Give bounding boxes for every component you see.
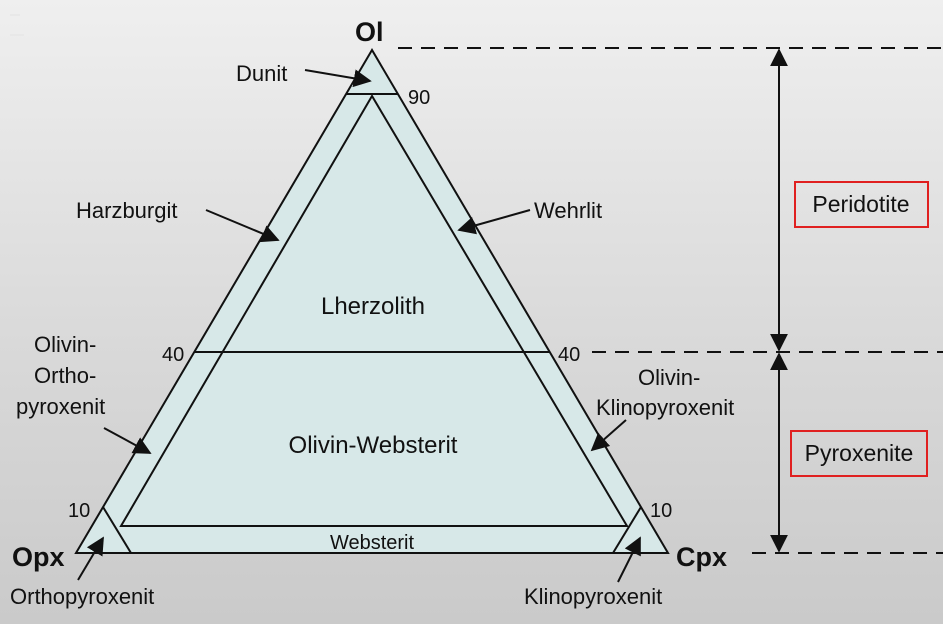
field-dunit-label: Dunit [236, 61, 287, 86]
arrow-olivin-orthopyroxenit [103, 427, 152, 454]
arrow-klinopyroxenit [617, 536, 641, 583]
field-olivin-websterit-label: Olivin-Websterit [289, 432, 458, 459]
peridotite-box [794, 181, 929, 228]
arrow-orthopyroxenit [77, 536, 104, 581]
field-harzburgit-label: Harzburgit [76, 198, 177, 223]
field-wehrlit-label: Wehrlit [534, 198, 602, 223]
arrow-dunit [304, 69, 372, 88]
vertex-ol-label: Ol [355, 17, 384, 47]
tick-90-label: 90 [408, 87, 430, 109]
field-olivin-orthopyroxenit-line3: pyroxenit [16, 394, 105, 419]
field-lherzolith-label: Lherzolith [321, 293, 425, 320]
tick-10-left-label: 10 [68, 500, 90, 522]
field-olivin-klinopyroxenit-line2: Klinopyroxenit [596, 395, 734, 420]
vertex-opx-label: Opx [12, 542, 65, 572]
line-10-left [102, 506, 132, 554]
field-olivin-orthopyroxenit-line1: Olivin- [34, 332, 96, 357]
field-websterit-label: Websterit [330, 532, 415, 554]
arrow-wehrlit [457, 209, 531, 235]
field-olivin-klinopyroxenit-line1: Olivin- [638, 365, 700, 390]
pyroxenite-box [790, 430, 928, 477]
vertex-cpx-label: Cpx [676, 542, 727, 572]
tick-40-left-label: 40 [162, 344, 184, 366]
field-klinopyroxenit-label: Klinopyroxenit [524, 584, 662, 609]
line-10-right [612, 506, 642, 554]
group-pyroxenite-label: Pyroxenite [805, 440, 914, 466]
tick-10-right-label: 10 [650, 500, 672, 522]
corner-mark [10, 14, 24, 36]
field-orthopyroxenit-label: Orthopyroxenit [10, 584, 154, 609]
tick-40-right-label: 40 [558, 344, 580, 366]
field-olivin-orthopyroxenit-line2: Ortho- [34, 363, 96, 388]
arrow-olivin-klinopyroxenit [590, 419, 627, 452]
group-peridotite-label: Peridotite [812, 191, 909, 217]
arrow-harzburgit [205, 209, 280, 243]
